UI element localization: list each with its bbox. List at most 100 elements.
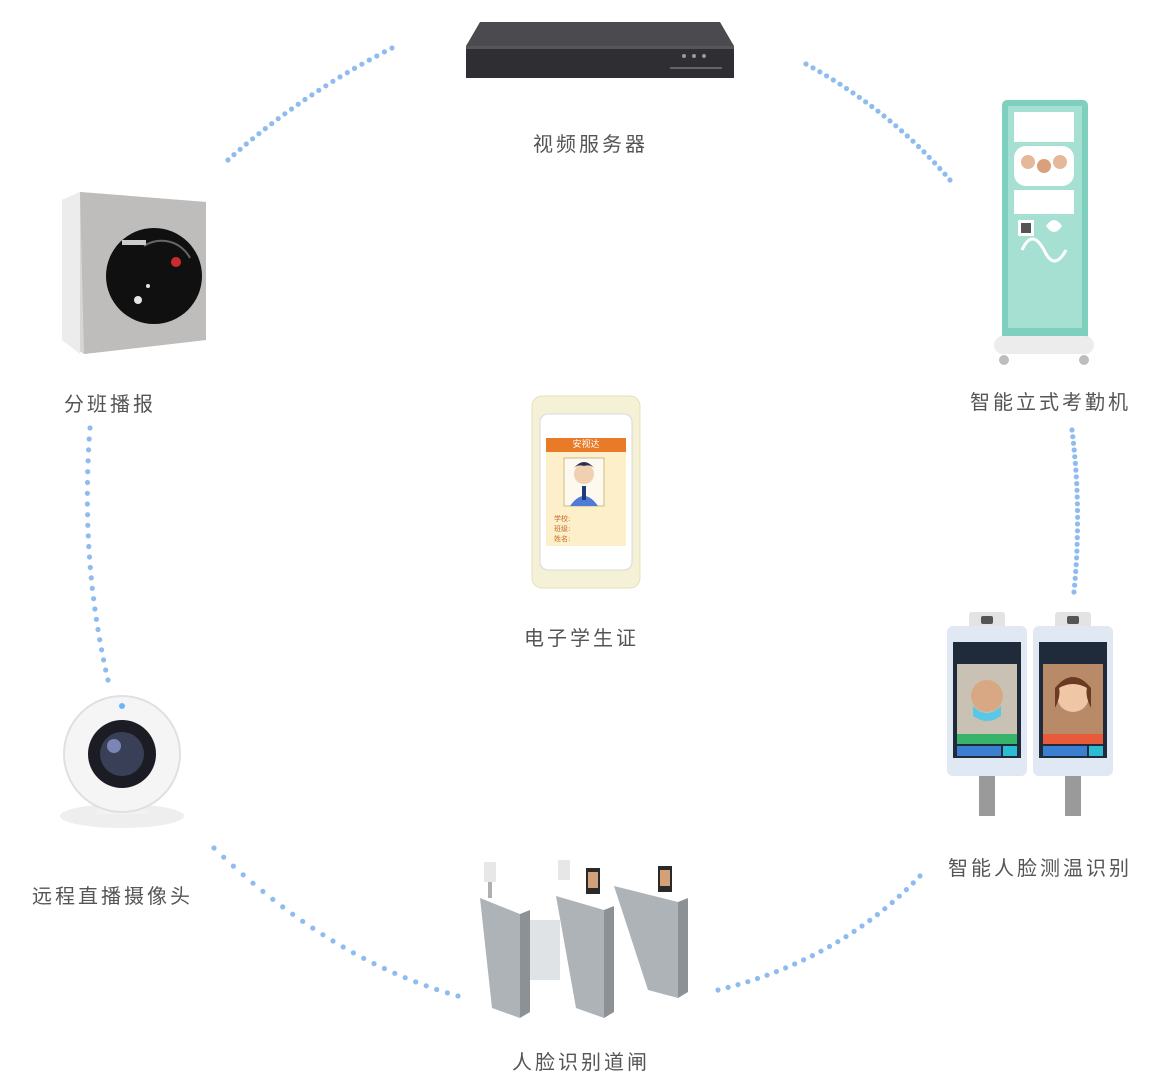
ring-dot [803,61,809,67]
ring-dot [260,888,266,895]
attendance-kiosk-label: 智能立式考勤机 [970,390,1131,414]
video-server-label: 视频服务器 [533,132,648,156]
ring-dot [1073,467,1079,473]
ring-dot [783,965,789,971]
ring-dot [350,950,356,956]
ring-dot [250,136,256,142]
ring-dot [256,131,262,137]
ring-dot [320,932,326,938]
ring-dot [309,92,315,98]
ring-dot [444,990,450,996]
ring-dot [1074,501,1080,507]
ring-dot [300,918,306,924]
id-card-fields: 学校: 班级: 姓名: [554,514,570,544]
ring-dot [887,118,893,124]
ring-dot [1074,541,1080,547]
ring-dot [270,896,276,902]
ring-dot [830,77,836,83]
ring-dot [792,961,798,967]
ring-dot [843,934,849,940]
phone-id-card-icon [531,395,641,589]
ring-dot [85,522,91,528]
ring-dot [269,121,275,127]
ring-dot [87,564,93,571]
ring-dot [899,128,905,134]
ring-dot [97,637,103,643]
ring-dot [1072,454,1078,460]
ring-dot [84,490,90,496]
ring-dot [240,872,246,878]
ring-dot [359,61,365,67]
class-broadcast-label: 分班播报 [64,392,156,416]
ring-dot [101,657,107,663]
ring-dot [1073,474,1079,480]
ring-dot [86,554,93,560]
ring-dot [1071,447,1077,453]
ring-dot [843,85,850,92]
ring-dot [754,975,761,982]
ring-dot [1074,555,1080,561]
ring-dot [392,970,398,976]
ring-dot [837,81,843,87]
ring-dot [323,83,329,89]
ring-dot [337,74,343,80]
ring-dot [874,912,881,918]
ring-dot [86,543,92,550]
ring-dot [230,863,236,869]
live-camera-label: 远程直播摄像头 [32,884,193,908]
ring-dot [1072,575,1078,581]
ring-dot [103,667,109,673]
ring-dot [818,948,824,954]
ring-dot [1074,494,1080,500]
ring-dot [1071,589,1077,595]
ring-dot [1075,514,1081,520]
ring-dot [1074,521,1081,527]
ring-dot [374,53,380,59]
ring-dot [942,171,948,177]
ring-dot [921,149,927,155]
ring-dot [91,596,97,602]
ring-dot [1074,535,1080,541]
ring-dot [1074,507,1081,514]
ring-dot [280,904,286,910]
ring-dot [801,957,807,963]
ring-dot [105,677,111,683]
ring-dot [402,975,408,981]
ring-dot [937,165,943,172]
ring-dot [330,938,336,944]
ring-dot [225,157,231,163]
ring-dot [863,99,869,105]
ring-dot [869,103,875,110]
ring-dot [262,126,268,132]
ring-dot [947,177,953,183]
ring-dot [86,436,92,442]
ring-dot [310,925,316,931]
id-card-title: 安视达 [572,440,600,450]
ring-dot [275,116,281,122]
ring-dot [1070,434,1076,440]
ring-dot [237,146,243,152]
ring-dot [366,57,372,63]
ring-dot [250,880,256,886]
live-camera-device [58,694,186,834]
ring-dot [809,953,816,959]
ring-dot [282,111,288,117]
ring-dot [88,575,94,581]
ring-dot [92,606,98,612]
ring-dot [288,106,295,112]
temperature-terminal-icon [947,612,1113,816]
ring-dot [389,45,395,51]
ring-dot [875,108,881,114]
ring-dot [810,65,816,71]
ring-dot [851,928,857,935]
face-gate-label: 人脸识别道闸 [512,1050,650,1074]
webcam-icon [60,695,184,828]
ring-dot [764,972,770,978]
ring-dot [917,873,923,879]
ring-dot [893,123,899,129]
ring-dot [344,70,350,76]
speaker-box-icon [62,192,206,354]
ring-dot [295,101,301,107]
ring-dot [85,469,91,475]
ring-dots [84,45,1081,999]
